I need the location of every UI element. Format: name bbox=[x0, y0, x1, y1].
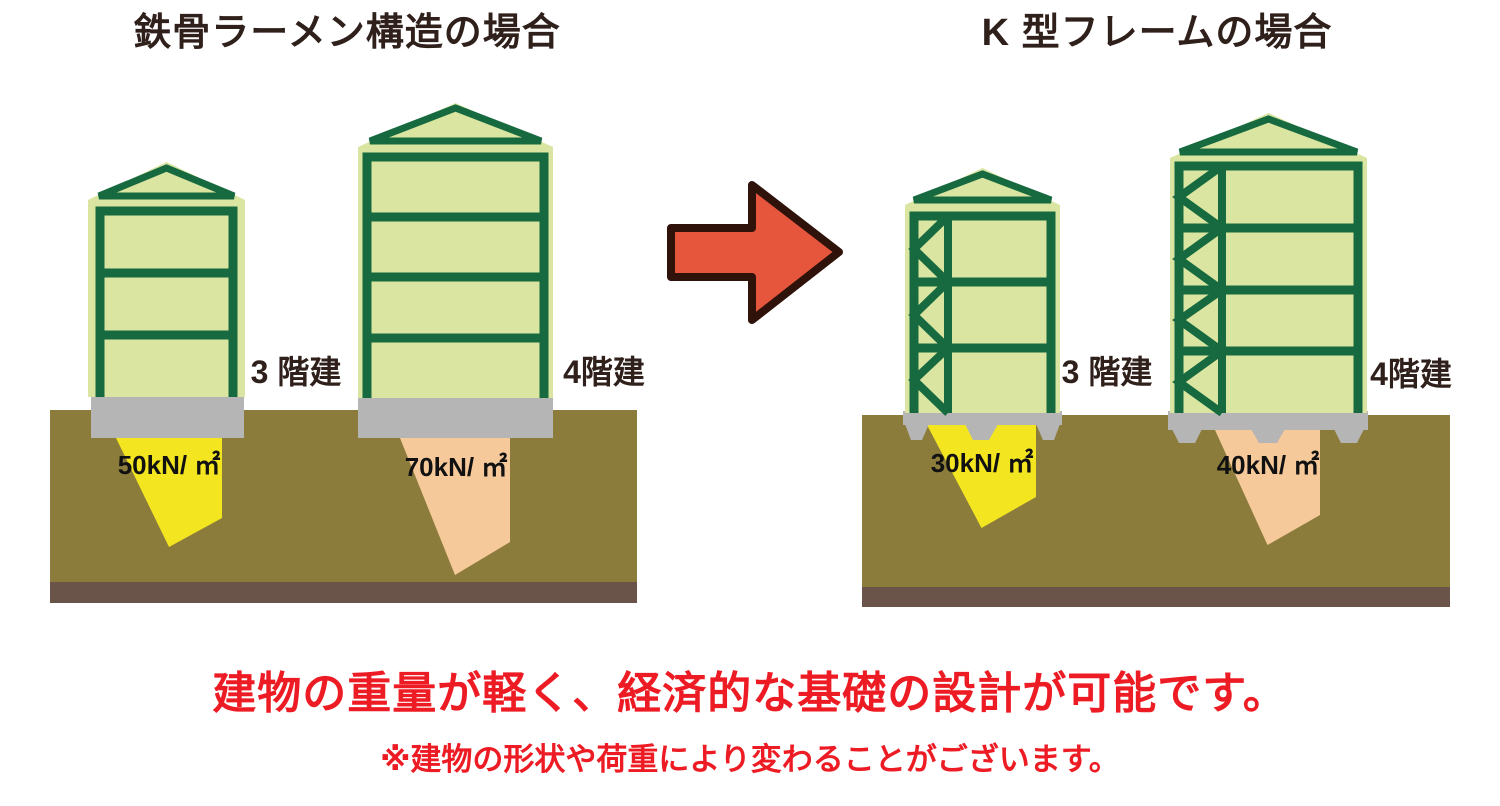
foundation-mat-4f-left bbox=[358, 398, 553, 438]
stories-label-3f-right: 3 階建 bbox=[1061, 354, 1153, 390]
floor-beams bbox=[914, 277, 1051, 353]
building-silhouette bbox=[358, 103, 553, 398]
load-arrow-30kn bbox=[927, 425, 1036, 528]
stories-label-4f-left: 4階建 bbox=[563, 354, 645, 390]
soil-left-base bbox=[50, 582, 637, 603]
k-braces bbox=[1172, 162, 1225, 417]
frame-columns bbox=[95, 206, 238, 397]
roof-truss bbox=[97, 164, 236, 200]
footer-main-text: 建物の重量が軽く、経済的な基礎の設計が可能です。 bbox=[212, 669, 1288, 718]
load-value-50kn: 50kN/ ㎡ bbox=[117, 450, 221, 480]
roof-truss bbox=[912, 170, 1053, 204]
right-section-title: K 型フレームの場合 bbox=[981, 12, 1333, 54]
footing-tooth bbox=[1172, 429, 1202, 443]
footing-tooth bbox=[1036, 424, 1060, 440]
soil-right-base bbox=[862, 587, 1450, 607]
stories-label-3f-left: 3 階建 bbox=[250, 354, 342, 390]
building-silhouette bbox=[905, 168, 1060, 413]
stories-label-4f-right: 4階建 bbox=[1370, 356, 1452, 392]
foundation-mat-3f-left bbox=[91, 397, 244, 438]
load-value-30kn: 30kN/ ㎡ bbox=[930, 448, 1034, 478]
floor-beams bbox=[100, 268, 233, 340]
k-braces bbox=[908, 213, 951, 416]
building-3f-k-frame bbox=[905, 168, 1060, 416]
footing-strip bbox=[1168, 411, 1368, 430]
load-arrow-40kn bbox=[1215, 430, 1320, 545]
load-arrow-50kn bbox=[116, 438, 222, 547]
left-section-title: 鉄骨ラーメン構造の場合 bbox=[133, 12, 561, 54]
roof-truss bbox=[1178, 115, 1359, 156]
footing-tooth bbox=[1251, 429, 1285, 443]
foundation-footing-4f-right bbox=[1168, 411, 1368, 443]
right-arrow-icon bbox=[667, 181, 843, 324]
building-4f-rigid-frame bbox=[358, 103, 553, 398]
building-3f-rigid-frame bbox=[88, 162, 245, 397]
building-4f-k-frame bbox=[1170, 113, 1367, 417]
floor-beams bbox=[367, 212, 544, 343]
foundation-footing-3f-right bbox=[903, 411, 1062, 440]
footing-tooth bbox=[965, 424, 998, 440]
floor-beams bbox=[1179, 223, 1358, 356]
load-value-70kn: 70kN/ ㎡ bbox=[404, 452, 508, 482]
load-value-40kn: 40kN/ ㎡ bbox=[1216, 450, 1320, 480]
load-arrow-70kn bbox=[400, 438, 510, 575]
footing-tooth bbox=[905, 424, 929, 440]
roof-truss bbox=[368, 104, 543, 145]
footer-note-text: ※建物の形状や荷重により変わることがございます。 bbox=[380, 742, 1120, 777]
footing-tooth bbox=[1334, 429, 1364, 443]
footing-strip bbox=[903, 411, 1062, 425]
